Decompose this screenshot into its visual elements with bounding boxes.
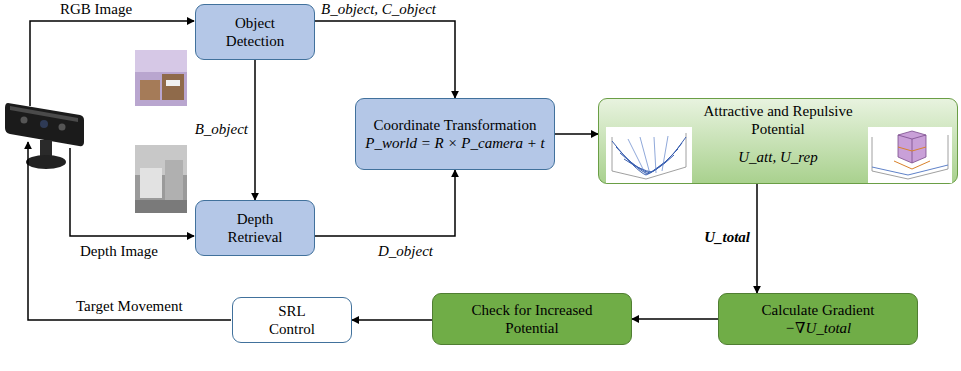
process-box: Depth Retrieval bbox=[195, 200, 315, 256]
node-title: Check for Increased Potential bbox=[457, 301, 607, 337]
edge-label: U_total bbox=[702, 229, 752, 246]
node-formula: −∇U_total bbox=[785, 319, 851, 337]
edge-label: D_object bbox=[376, 243, 435, 260]
node-content: Object Detection bbox=[214, 14, 296, 50]
node-title: Attractive and Repulsive Potential bbox=[691, 102, 866, 138]
node-title: Coordinate Transformation bbox=[374, 116, 537, 134]
process-box: Object Detection bbox=[195, 4, 315, 60]
potential-box: Attractive and Repulsive PotentialU_att,… bbox=[598, 98, 958, 184]
node-content: Coordinate TransformationP_world = R × P… bbox=[365, 116, 545, 152]
flow-arrow bbox=[315, 170, 455, 236]
signal-label: RGB Image bbox=[58, 1, 134, 18]
control-box: SRL Control bbox=[232, 297, 352, 343]
flow-arrow bbox=[352, 319, 432, 321]
decision-box: Check for Increased Potential bbox=[432, 293, 632, 345]
node-content: Depth Retrieval bbox=[214, 210, 296, 246]
flow-arrow bbox=[254, 60, 256, 200]
flow-arrow bbox=[315, 21, 455, 98]
node-formula: U_att, U_rep bbox=[738, 148, 817, 166]
signal-label: Target Movement bbox=[74, 298, 185, 315]
signal-label: Depth Image bbox=[78, 243, 160, 260]
kinect-sensor bbox=[5, 103, 84, 169]
node-title: Depth Retrieval bbox=[214, 210, 296, 246]
edge-label: B_object bbox=[193, 121, 250, 138]
flow-arrow bbox=[756, 184, 758, 293]
flow-arrow bbox=[632, 318, 718, 320]
attractive-plot bbox=[606, 127, 692, 183]
node-title: Calculate Gradient bbox=[762, 301, 875, 319]
depth-thumbnail bbox=[135, 145, 187, 213]
node-title: SRL Control bbox=[260, 302, 324, 338]
node-content: Attractive and Repulsive PotentialU_att,… bbox=[691, 102, 866, 166]
flow-arrow bbox=[555, 133, 598, 135]
process-box: Calculate Gradient−∇U_total bbox=[718, 293, 918, 345]
repulsive-plot bbox=[868, 127, 952, 183]
node-title: Object Detection bbox=[214, 14, 296, 50]
rgb-thumbnail bbox=[135, 50, 187, 106]
node-formula: P_world = R × P_camera + t bbox=[365, 134, 545, 152]
node-content: Calculate Gradient−∇U_total bbox=[762, 301, 875, 337]
node-content: SRL Control bbox=[260, 302, 324, 338]
depth-line bbox=[70, 148, 194, 236]
rgb-line bbox=[30, 21, 194, 106]
process-box: Coordinate TransformationP_world = R × P… bbox=[355, 98, 555, 170]
edge-label: B_object, C_object bbox=[319, 1, 438, 18]
node-content: Check for Increased Potential bbox=[457, 301, 607, 337]
